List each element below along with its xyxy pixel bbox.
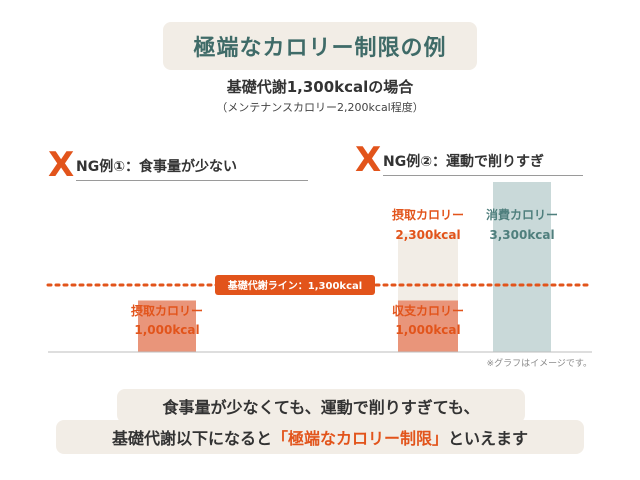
conclusion-line-2-suffix: といえます [448, 429, 529, 448]
bar-value-ng1-intake: 1,000kcal [134, 323, 199, 337]
x-mark-icon: X [48, 145, 75, 185]
bar-value-ng2-intake: 2,300kcal [395, 228, 460, 242]
bar-value-ng2-burn: 3,300kcal [489, 228, 554, 242]
heading-underline [383, 175, 583, 176]
maintenance-note: （メンテナンスカロリー2,200kcal程度） [216, 101, 424, 114]
bar-value-ng2-net: 1,000kcal [395, 323, 460, 337]
bar-label-ng2-intake: 摂取カロリー [392, 207, 464, 222]
bar-label-ng1-intake: 摂取カロリー [131, 303, 203, 318]
bar-label-ng2-burn: 消費カロリー [486, 207, 558, 222]
subtitle: 基礎代謝1,300kcalの場合 [226, 78, 414, 96]
ng-example-2-heading: X NG例②：運動で削りすぎ [355, 143, 595, 187]
bar-label-ng2-net: 収支カロリー [392, 303, 464, 318]
bar-ng2-burn [493, 182, 551, 352]
ng-example-2-label: NG例②：運動で削りすぎ [383, 154, 545, 170]
page-title: 極端なカロリー制限の例 [163, 22, 477, 70]
chart-disclaimer: ※グラフはイメージです。 [487, 357, 592, 369]
conclusion-highlight: 「極端なカロリー制限」 [271, 429, 448, 448]
bar-ng1-intake [138, 300, 196, 352]
conclusion-line-2: 基礎代謝以下になると 「極端なカロリー制限」 といえます [56, 420, 584, 454]
baseline-label: 基礎代謝ライン：1,300kcal [227, 279, 362, 292]
ng-example-1-heading: X NG例①：食事量が少ない [48, 148, 308, 192]
ng-example-1-label: NG例①：食事量が少ない [76, 159, 238, 175]
heading-underline [76, 180, 308, 181]
conclusion-line-1: 食事量が少なくても、運動で削りすぎても、 [117, 389, 525, 423]
x-mark-icon: X [355, 140, 382, 180]
conclusion-line-2-prefix: 基礎代謝以下になると [111, 429, 272, 448]
baseline-label-bg [215, 275, 375, 296]
bar-ng2-net [398, 300, 458, 352]
